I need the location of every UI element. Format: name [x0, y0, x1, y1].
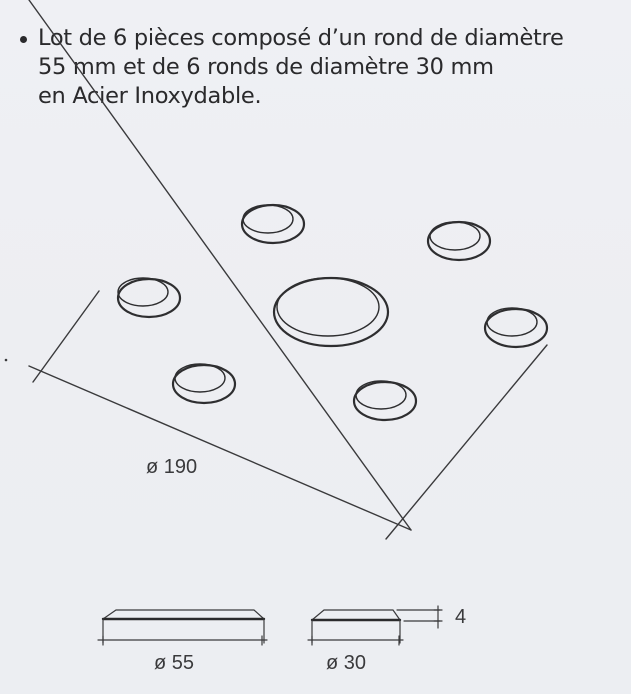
round-bottom-center: [352, 380, 418, 422]
description-line-3: en Acier Inoxydable.: [38, 83, 262, 109]
extension-line-left: [32, 290, 100, 383]
bullet-icon: [20, 36, 27, 43]
round-top-center: [240, 203, 306, 245]
round-center-large: [272, 276, 390, 348]
overall-diameter-label: ø 190: [146, 456, 198, 478]
round-bottom-left: [171, 363, 237, 405]
round-right: [483, 307, 549, 349]
speck-mark: [4, 358, 8, 362]
large-diameter-label: ø 55: [154, 652, 195, 674]
dimension-lines: [28, 0, 548, 540]
description-text: Lot de 6 pièces composé d’un rond de dia…: [20, 24, 620, 111]
round-left: [116, 277, 182, 319]
profile-small: [307, 605, 443, 646]
profile-large: [97, 609, 268, 646]
description-line-2: 55 mm et de 6 ronds de diamètre 30 mm: [38, 54, 494, 80]
small-diameter-label: ø 30: [326, 652, 367, 674]
height-label: 4: [455, 606, 467, 628]
dimension-line-front: [28, 0, 412, 531]
round-top-right: [426, 220, 492, 262]
extension-line-right: [385, 344, 548, 540]
description-line-1: Lot de 6 pièces composé d’un rond de dia…: [38, 25, 564, 51]
